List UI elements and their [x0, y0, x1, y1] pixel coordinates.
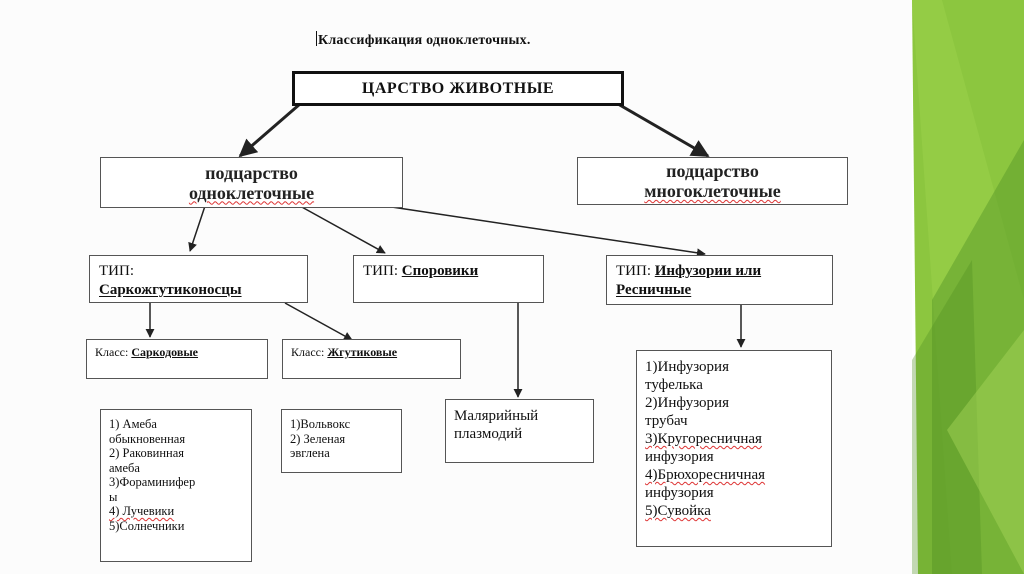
arrow-kingdom-to-unicellular [238, 102, 301, 158]
list-item: 1)Вольвокс [290, 417, 351, 431]
type-ciliates-label-line1: Инфузории или [654, 263, 762, 279]
ciliates-species-list: 1)Инфузория туфелька 2)Инфузория трубач … [636, 350, 832, 547]
class-sarcodina-label: Саркодовые [131, 345, 199, 359]
list-item: 2)Инфузория [645, 395, 729, 411]
subkingdom-unicellular-line2: одноклеточные [188, 182, 315, 203]
list-item: 3)Фораминифер [109, 475, 196, 489]
list-item: инфузория [645, 485, 714, 501]
type-sarcomastigophora-box: ТИП: Саркожгутиконосцы [89, 255, 308, 303]
list-item: трубач [645, 413, 688, 429]
list-item: ы [109, 489, 118, 504]
type-prefix: ТИП: [99, 263, 134, 279]
class-flagellates-box: Класс: Жгутиковые [282, 339, 461, 379]
list-item: туфелька [645, 377, 703, 393]
subkingdom-unicellular-line1: подцарство [205, 162, 298, 183]
class-prefix: Класс: [95, 345, 129, 359]
sporozoa-species-box: Малярийный плазмодий [445, 399, 594, 463]
list-item: 4) Лучевики [109, 504, 175, 518]
arrow-sarco-to-flagellates [284, 302, 353, 341]
connector-arrows [145, 102, 746, 398]
list-item: 3)Кругоресничная [645, 431, 762, 447]
subkingdom-multicellular-line1: подцарство [666, 161, 759, 181]
type-sporozoa-label: Споровики [401, 263, 479, 279]
subkingdom-multicellular-box: подцарство многоклеточные [577, 157, 848, 205]
list-item: амеба [109, 460, 140, 475]
kingdom-label: ЦАРСТВО ЖИВОТНЫЕ [361, 79, 555, 97]
class-sarcodina-box: Класс: Саркодовые [86, 339, 268, 379]
list-item: Малярийный [454, 408, 539, 424]
list-item: 5)Солнечники [109, 518, 185, 533]
kingdom-box: ЦАРСТВО ЖИВОТНЫЕ [292, 71, 624, 106]
list-item: 2) Раковинная [109, 446, 184, 460]
list-item: плазмодий [454, 426, 523, 442]
type-prefix: ТИП: [616, 263, 651, 279]
sarcodina-species-list: 1) Амеба обыкновенная 2) Раковинная амеб… [100, 409, 252, 562]
type-sarcomastigophora-label: Саркожгутиконосцы [99, 282, 242, 298]
list-item: 1)Инфузория [645, 359, 729, 375]
arrow-unicellular-to-sporo [299, 205, 386, 254]
arrow-unicellular-to-infus [384, 205, 706, 258]
list-item: инфузория [645, 449, 714, 465]
class-flagellates-label: Жгутиковые [327, 345, 398, 359]
green-decoration [912, 0, 1024, 574]
subkingdom-unicellular-box: подцарство одноклеточные [100, 157, 403, 208]
diagram-title: Классификация одноклеточных. [316, 31, 531, 48]
arrow-unicellular-to-sarco [188, 205, 206, 252]
type-ciliates-label-line2: Ресничные [616, 282, 692, 298]
class-prefix: Класс: [291, 345, 325, 359]
subkingdom-multicellular-line2: многоклеточные [644, 181, 781, 201]
list-item: обыкновенная [109, 431, 186, 446]
list-item: эвглена [290, 446, 330, 460]
list-item: 5)Сувойка [645, 503, 711, 519]
list-item: 1) Амеба [109, 417, 157, 431]
type-ciliates-box: ТИП: Инфузории или Ресничные [606, 255, 833, 305]
list-item: 4)Брюхоресничная [645, 467, 766, 483]
list-item: 2) Зеленая [290, 431, 346, 446]
type-sporozoa-box: ТИП: Споровики [353, 255, 544, 303]
flagellates-species-list: 1)Вольвокс 2) Зеленая эвглена [281, 409, 402, 473]
type-prefix: ТИП: [363, 263, 398, 279]
arrow-kingdom-to-multicellular [617, 102, 710, 158]
